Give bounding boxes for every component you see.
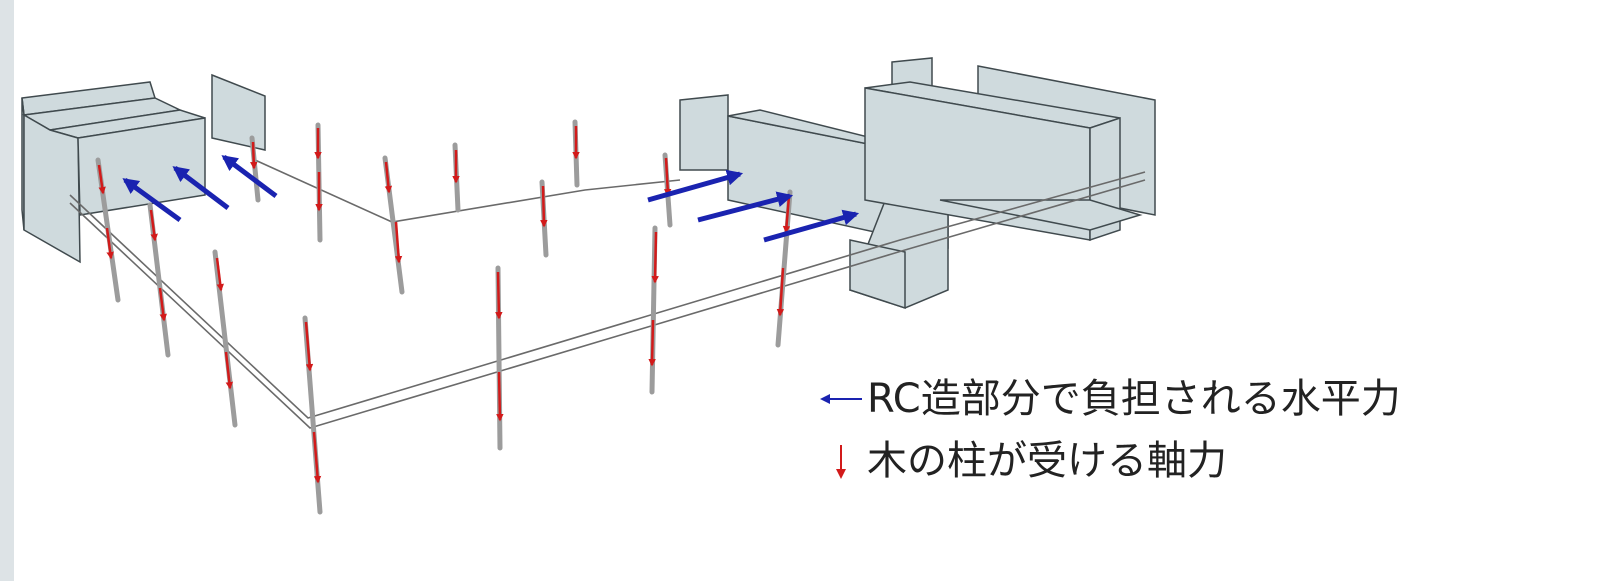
axial-arrow [304, 321, 314, 372]
axial-arrow [496, 371, 504, 422]
axial-force-arrows [97, 126, 791, 484]
axial-arrow [105, 227, 114, 260]
horizontal-arrow [647, 169, 744, 203]
axial-arrow [663, 157, 672, 197]
blue-arrow-left-icon [815, 389, 867, 409]
horizontal-arrow [122, 177, 182, 223]
axial-arrow [158, 287, 167, 322]
axial-arrow [97, 164, 106, 195]
legend-label: RC造部分で負担される水平力 [867, 376, 1401, 422]
legend-item-horizontal-force: RC造部分で負担される水平力 [815, 368, 1401, 430]
legend-label: 木の柱が受ける軸力 [867, 438, 1227, 484]
horizontal-arrow [221, 155, 278, 198]
legend-item-axial-force: 木の柱が受ける軸力 [815, 430, 1401, 492]
axial-arrow [384, 161, 393, 194]
horizontal-arrow [172, 166, 230, 210]
axial-arrow [215, 257, 224, 292]
horizontal-arrow [697, 191, 794, 223]
horizontal-force-arrows [122, 155, 860, 243]
horizontal-arrow [763, 209, 860, 243]
red-arrow-down-icon [815, 441, 867, 481]
rc-wall-left [21, 73, 266, 264]
axial-arrow [776, 267, 785, 317]
axial-arrow [651, 231, 659, 284]
left-edge-bar [0, 0, 14, 581]
axial-arrow [312, 431, 322, 484]
axial-arrow [149, 209, 158, 242]
rc-wall-right [864, 57, 1156, 242]
floor-slab [69, 159, 1146, 429]
axial-arrow [495, 271, 503, 320]
axial-arrow [394, 221, 403, 264]
axial-arrow [648, 319, 656, 367]
axial-arrow [250, 141, 258, 170]
legend: RC造部分で負担される水平力 木の柱が受ける軸力 [815, 368, 1401, 492]
axial-arrow [540, 185, 548, 228]
axial-arrow [224, 351, 234, 390]
